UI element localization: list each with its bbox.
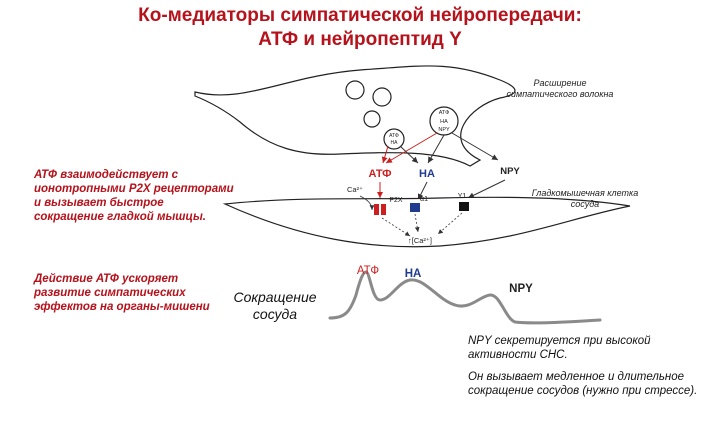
npy-release-arrow (451, 132, 499, 161)
vesicle-empty (345, 80, 365, 100)
contraction-label: Сокращение сосуда (233, 289, 317, 322)
signal-arrow-y1 (437, 212, 463, 235)
fiber-label: Расширение симпатического волокна (506, 78, 614, 99)
note-npy: NPY секретируется при высокой активности… (468, 334, 718, 398)
large-vesicle-label-na: НА (440, 119, 448, 125)
alpha1-receptor (410, 203, 420, 212)
large-vesicle-label-atp: АТФ (439, 110, 450, 116)
p2x-receptor (374, 204, 379, 215)
large-vesicle-label-npy: NPY (438, 127, 450, 133)
curve-atp-label: АТФ (357, 265, 379, 277)
vesicle-empty (363, 110, 381, 128)
y1-receptor (459, 202, 469, 211)
atp-release-arrow-2 (385, 132, 438, 164)
na-label: НА (419, 168, 435, 180)
vesicle-empty (372, 87, 392, 107)
na-to-receptor-arrow (417, 181, 428, 201)
signal-arrow-p2x (381, 217, 411, 237)
title-line-2: АТФ и нейропептид Y (258, 29, 462, 50)
small-vesicle (383, 128, 405, 150)
atp-label: АТФ (368, 168, 391, 180)
smooth-muscle-label: Гладкомышечная клетка сосуда (531, 188, 639, 209)
small-vesicle-label-atp: АТФ (389, 133, 399, 139)
nerve-varicosity (194, 65, 516, 167)
ca-in-label: Ca²⁺ (347, 185, 363, 194)
curve-na-label: НА (405, 268, 422, 280)
atp-release-arrow (381, 145, 389, 164)
alpha1-label: α1 (420, 196, 428, 203)
ca-rise-label: ↑[Ca²⁺] (408, 236, 432, 245)
note-npy-effect: Он вызывает медленное и длительное сокра… (468, 371, 698, 397)
small-vesicle-label-na: НА (391, 140, 399, 146)
curve-npy-label: NPY (509, 283, 533, 295)
note-atp-receptors: АТФ взаимодействует с ионотропными P2X р… (34, 169, 234, 223)
note-atp-effect: Действие АТФ ускоряет развитие симпатиче… (34, 273, 210, 313)
smooth-muscle-cell (222, 196, 631, 248)
npy-to-receptor-arrow (467, 179, 506, 199)
y1-label: Y1 (458, 193, 467, 200)
note-npy-secretion: NPY секретируется при высокой активности… (468, 335, 651, 361)
na-release-arrow-2 (427, 134, 445, 164)
contraction-curve (328, 270, 602, 325)
npy-label: NPY (500, 166, 520, 177)
na-release-arrow (399, 145, 419, 164)
p2x-label: P2X (389, 197, 403, 204)
title-line-1: Ко-медиаторы симпатической нейропередачи… (138, 5, 582, 26)
ca-influx-arrow (359, 195, 375, 211)
signal-arrow-alpha1 (414, 213, 420, 233)
p2x-receptor-part (381, 204, 386, 215)
